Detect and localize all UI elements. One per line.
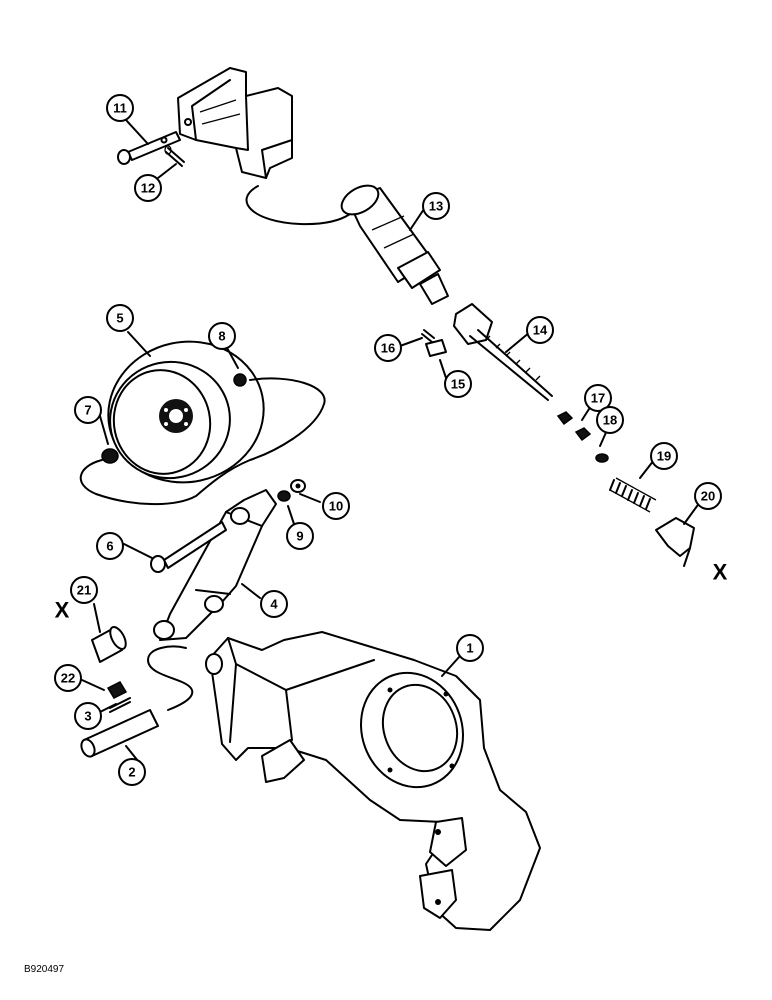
washer-18: [595, 453, 609, 463]
bushing-21: [91, 626, 127, 663]
cylinder-13: [340, 184, 449, 305]
svg-text:19: 19: [657, 449, 671, 464]
callout-14: 14: [526, 316, 554, 344]
svg-text:15: 15: [451, 377, 465, 392]
callout-22: 22: [54, 664, 82, 692]
callout-16: 16: [374, 334, 402, 362]
svg-text:3: 3: [84, 709, 91, 724]
callout-20: 20: [694, 482, 722, 510]
callout-3: 3: [74, 702, 102, 730]
svg-text:2: 2: [128, 765, 135, 780]
svg-text:1: 1: [466, 641, 473, 656]
bushing-8: [233, 373, 247, 387]
main-frame-1: [205, 631, 541, 931]
svg-text:22: 22: [61, 671, 75, 686]
pin-15: [425, 339, 447, 357]
svg-text:10: 10: [329, 499, 343, 514]
svg-text:11: 11: [113, 101, 127, 116]
callout-11: 11: [106, 94, 134, 122]
pin-11: [117, 131, 181, 165]
callout-18: 18: [596, 406, 624, 434]
connection-mark-left: X: [55, 598, 70, 623]
svg-text:13: 13: [429, 199, 443, 214]
callout-6: 6: [96, 532, 124, 560]
svg-text:9: 9: [296, 529, 303, 544]
callout-2: 2: [118, 758, 146, 786]
cotter-pin-16: [421, 329, 435, 343]
callout-13: 13: [422, 192, 450, 220]
callout-8: 8: [208, 322, 236, 350]
bushing-7: [101, 448, 119, 464]
svg-text:5: 5: [116, 311, 123, 326]
callout-17: 17: [584, 384, 612, 412]
svg-text:14: 14: [533, 323, 548, 338]
leader-bracket-to-cylinder: [245, 185, 351, 226]
svg-text:7: 7: [84, 403, 91, 418]
svg-text:18: 18: [603, 413, 617, 428]
pin-2: [80, 709, 159, 758]
arm-4: [153, 489, 277, 641]
connection-mark-right: X: [713, 560, 728, 585]
callout-7: 7: [74, 396, 102, 424]
callout-15: 15: [444, 370, 472, 398]
figure-code: B920497: [24, 964, 64, 975]
nut-9: [277, 490, 291, 502]
callout-9: 9: [286, 522, 314, 550]
svg-text:12: 12: [141, 181, 155, 196]
leader-pin-loop: [147, 645, 194, 711]
callout-4: 4: [260, 590, 288, 618]
svg-text:20: 20: [701, 489, 715, 504]
svg-text:6: 6: [106, 539, 113, 554]
svg-text:8: 8: [218, 329, 225, 344]
svg-text:16: 16: [381, 341, 395, 356]
cotter-pin-12: [164, 145, 185, 167]
callout-21: 21: [70, 576, 98, 604]
washer-10: [290, 479, 306, 493]
svg-text:21: 21: [77, 583, 91, 598]
callout-19: 19: [650, 442, 678, 470]
svg-text:17: 17: [591, 391, 605, 406]
callout-5: 5: [106, 304, 134, 332]
nuts-17: [556, 411, 592, 442]
clip-20: [655, 517, 695, 567]
spring-19: [609, 477, 657, 513]
nut-22: [106, 681, 128, 699]
mounting-bracket: [177, 67, 293, 179]
callout-12: 12: [134, 174, 162, 202]
svg-text:4: 4: [270, 597, 278, 612]
callout-10: 10: [322, 492, 350, 520]
bolt-6: [150, 521, 227, 573]
callout-1: 1: [456, 634, 484, 662]
idler-wheel-5: [107, 340, 265, 484]
threaded-rod-14: [453, 303, 553, 401]
leader-wheel-loop: [79, 377, 326, 506]
